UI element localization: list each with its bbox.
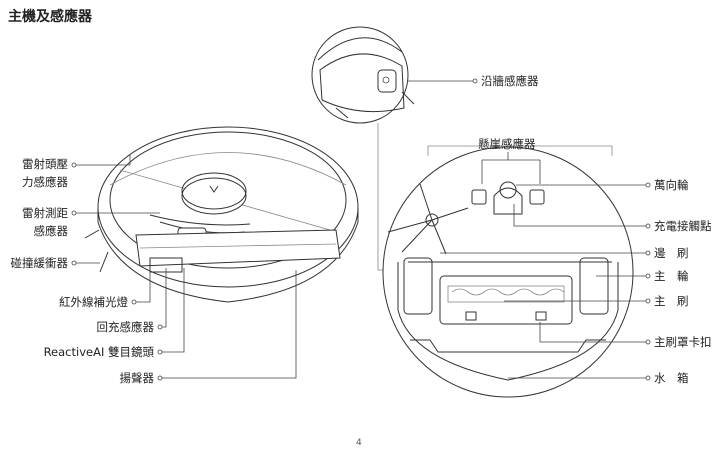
label-speaker: 揚聲器 xyxy=(119,371,155,385)
robot-bottom-view xyxy=(382,145,634,398)
label-side-brush: 邊 刷 xyxy=(654,246,689,260)
side-brush-drawing xyxy=(387,183,469,255)
label-main-brush: 主 刷 xyxy=(654,294,689,308)
label-ir-fill-light: 紅外線補光燈 xyxy=(59,295,128,309)
page-number: 4 xyxy=(356,438,362,448)
label-laser-pressure-sensor-line1: 雷射頭壓 xyxy=(22,157,68,171)
label-laser-range-sensor-line1: 雷射測距 xyxy=(22,206,68,220)
page-title: 主機及感應器 xyxy=(8,9,92,25)
robot-top-view xyxy=(84,126,359,303)
label-cliff-sensor: 懸崖感應器 xyxy=(478,137,536,151)
label-reactiveai-camera: ReactiveAI 雙目鏡頭 xyxy=(43,345,154,359)
leader-lines-right xyxy=(408,78,651,381)
label-brush-cover-latch: 主刷罩卡扣 xyxy=(654,335,712,349)
label-laser-pressure-sensor-line2: 力感應器 xyxy=(22,175,68,189)
label-water-tank: 水 箱 xyxy=(654,371,689,385)
label-wall-sensor: 沿牆感應器 xyxy=(481,74,539,88)
label-caster-wheel: 萬向輪 xyxy=(654,178,689,192)
label-main-wheel: 主 輪 xyxy=(654,269,689,283)
leader-lines-left xyxy=(71,155,297,381)
label-laser-range-sensor-line2: 感應器 xyxy=(33,224,69,238)
label-bumper-sensor: 碰撞緩衝器 xyxy=(10,256,69,270)
label-dock-sensor: 回充感應器 xyxy=(96,320,155,334)
label-charging-contacts: 充電接觸點 xyxy=(654,219,712,233)
